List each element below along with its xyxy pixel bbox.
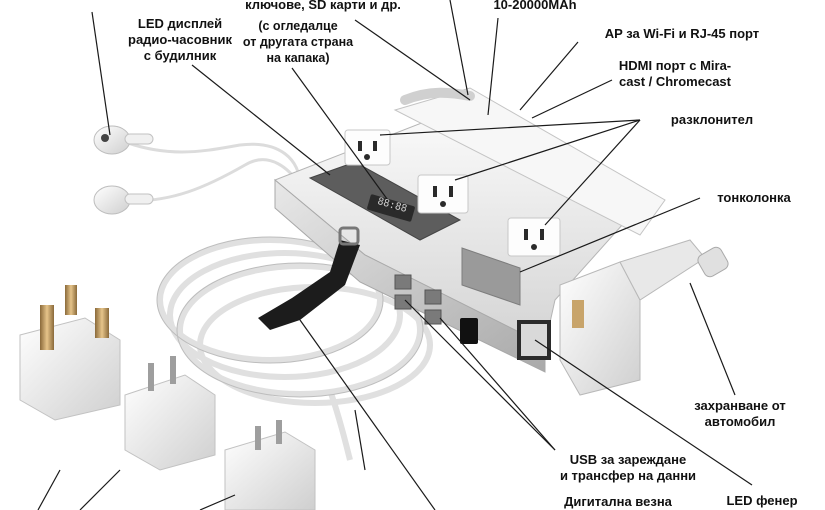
label-powerbank: 10-20000MAh [493,0,577,12]
label-storage: ключове, SD карти и др. [245,0,401,12]
car-adapter-icon [559,239,729,396]
label-ap-wifi: AP за Wi-Fi и RJ-45 порт [604,26,760,41]
us-plug-adapter-icon [124,356,216,471]
earphones-icon [93,125,302,215]
label-splitter: разклонител [670,112,754,127]
label-led-display: LED дисплей радио-часовник с будилник [128,16,232,63]
label-usb: USB за зареждане и трансфер на данни [559,452,697,483]
uk-plug-adapter-icon [19,285,121,421]
label-mirror: (с огледалце от другата страна на капака… [242,19,354,65]
device-body-icon [274,87,666,373]
cord-outline-icon [156,236,424,398]
leader-lines [37,0,753,510]
label-scale: Дигитална везна [564,494,672,509]
label-flashlight: LED фенер [726,493,798,508]
eu-plug-adapter-icon [224,420,316,510]
strap-icon [258,226,360,330]
label-hdmi: HDMI порт с Mira- cast / Chromecast [618,58,732,89]
label-car-power: захранване от автомобил [694,398,786,429]
label-speaker: тонколонка [717,190,791,205]
